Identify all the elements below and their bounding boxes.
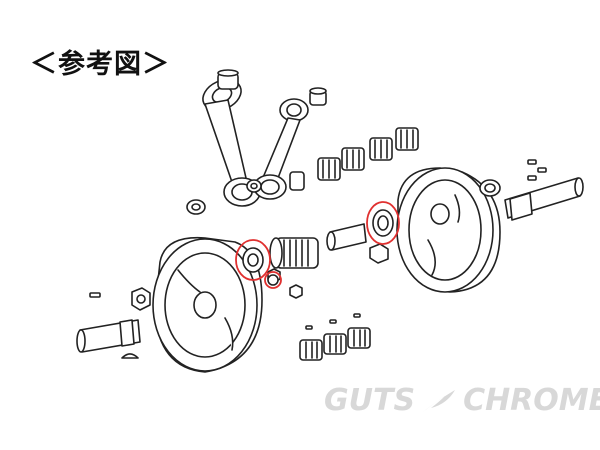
right-thrust-washer — [372, 209, 394, 237]
left-thrust-washer — [242, 247, 264, 273]
watermark-word-left: GUTS — [324, 383, 416, 418]
wrist-pin-bushing-left — [217, 69, 239, 90]
highlight-circle-right-washer — [366, 201, 400, 245]
highlight-circle-small-ring — [264, 271, 282, 289]
connecting-rod-left — [202, 78, 261, 207]
small-pins-right — [527, 159, 547, 181]
wrist-pin-bushing-right — [309, 87, 327, 106]
right-mainshaft — [504, 177, 584, 221]
feather-icon — [421, 383, 457, 418]
bearing-cage-upper-row — [317, 127, 419, 181]
page-title: ＜参考図＞ — [30, 49, 170, 80]
crank-pin — [326, 223, 367, 251]
connecting-rod-right — [253, 98, 309, 200]
left-mainshaft — [76, 319, 141, 353]
crank-pin-roller-bearing — [269, 237, 319, 269]
right-flywheel — [396, 167, 501, 293]
left-shaft-nut — [131, 287, 151, 311]
bearing-cage-lower-row — [299, 313, 371, 361]
right-shaft-washer — [479, 179, 501, 197]
left-flywheel — [152, 236, 263, 373]
watermark-word-right: CHROME — [463, 383, 600, 418]
rod-spacer — [289, 171, 305, 191]
small-bearing-ring — [267, 274, 279, 286]
rod-washer-mid — [246, 179, 262, 193]
brand-watermark: GUTS CHROME — [324, 383, 600, 418]
small-pin-left — [89, 292, 101, 298]
crank-pin-nut — [369, 243, 389, 264]
highlight-circle-left-washer — [235, 239, 271, 281]
woodruff-key-left — [121, 353, 139, 359]
rod-washer-left — [186, 199, 206, 215]
